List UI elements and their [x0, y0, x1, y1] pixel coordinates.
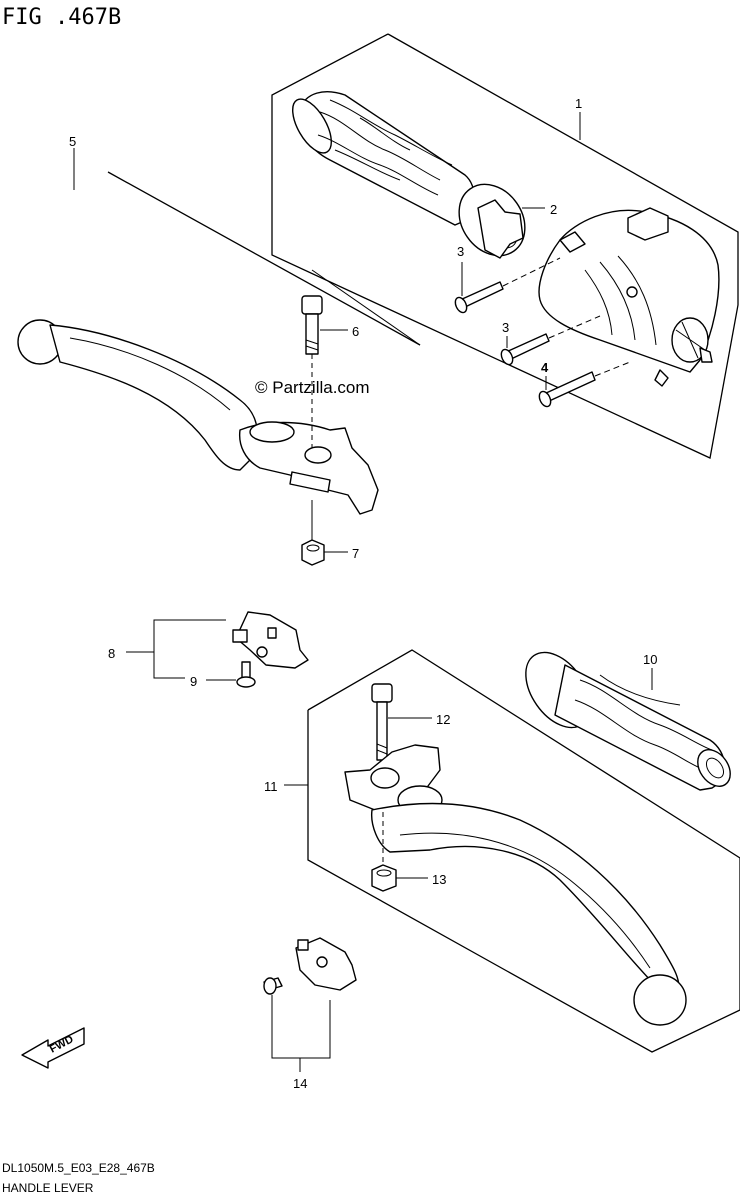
screw-9[interactable]: [236, 661, 256, 688]
left-grip-10[interactable]: [513, 641, 737, 793]
callout-14: 14: [293, 1076, 307, 1091]
callout-11: 11: [264, 779, 278, 794]
svg-text:10: 10: [643, 652, 657, 667]
svg-text:7: 7: [352, 546, 359, 561]
svg-text:3: 3: [457, 244, 464, 259]
pivot-bolt-12[interactable]: [371, 683, 393, 761]
throttle-housing[interactable]: [538, 207, 720, 387]
nut-7[interactable]: [301, 500, 325, 566]
clutch-switch-8[interactable]: [153, 611, 309, 679]
callout-10: 10: [643, 652, 657, 690]
svg-text:6: 6: [352, 324, 359, 339]
footer-name: HANDLE LEVER: [2, 1181, 94, 1195]
callout-1: 1: [575, 96, 582, 111]
group-11-box: [284, 649, 740, 1053]
svg-text:11: 11: [264, 779, 278, 794]
svg-text:9: 9: [190, 674, 197, 689]
svg-text:1: 1: [575, 96, 582, 111]
callout-3b: 3: [502, 320, 509, 348]
callout-13: 13: [396, 872, 446, 887]
callout-2: 2: [522, 202, 557, 217]
svg-text:8: 8: [108, 646, 115, 661]
fwd-arrow-icon: FWD: [21, 1027, 85, 1069]
footer-code: DL1050M.5_E03_E28_467B: [2, 1161, 155, 1175]
clutch-lever[interactable]: [17, 319, 379, 515]
callout-5: 5: [69, 134, 76, 149]
group-5-box: [73, 148, 421, 346]
callout-6: 6: [320, 324, 359, 339]
nut-13[interactable]: [371, 812, 397, 892]
callout-7: 7: [324, 546, 359, 561]
svg-text:12: 12: [436, 712, 450, 727]
callout-8: 8: [108, 646, 154, 661]
throttle-grip[interactable]: [285, 91, 538, 269]
figure-title: FIG .467B: [2, 5, 121, 30]
svg-text:14: 14: [293, 1076, 307, 1091]
svg-text:4: 4: [541, 360, 549, 375]
pivot-bolt-6[interactable]: [301, 295, 323, 448]
screw-3-lower[interactable]: [499, 333, 550, 366]
brake-switch-14[interactable]: [263, 937, 357, 1072]
callout-3a: 3: [457, 244, 464, 296]
svg-text:5: 5: [69, 134, 76, 149]
callout-9: 9: [190, 674, 236, 689]
svg-text:3: 3: [502, 320, 509, 335]
callout-12: 12: [388, 712, 450, 727]
brake-lever[interactable]: [344, 744, 687, 1026]
screw-3-upper[interactable]: [453, 281, 504, 314]
watermark: © Partzilla.com: [255, 378, 370, 397]
callout-4: 4: [541, 360, 549, 390]
screw-4[interactable]: [537, 371, 596, 408]
svg-text:2: 2: [550, 202, 557, 217]
group-1-box: [271, 33, 739, 459]
svg-text:13: 13: [432, 872, 446, 887]
